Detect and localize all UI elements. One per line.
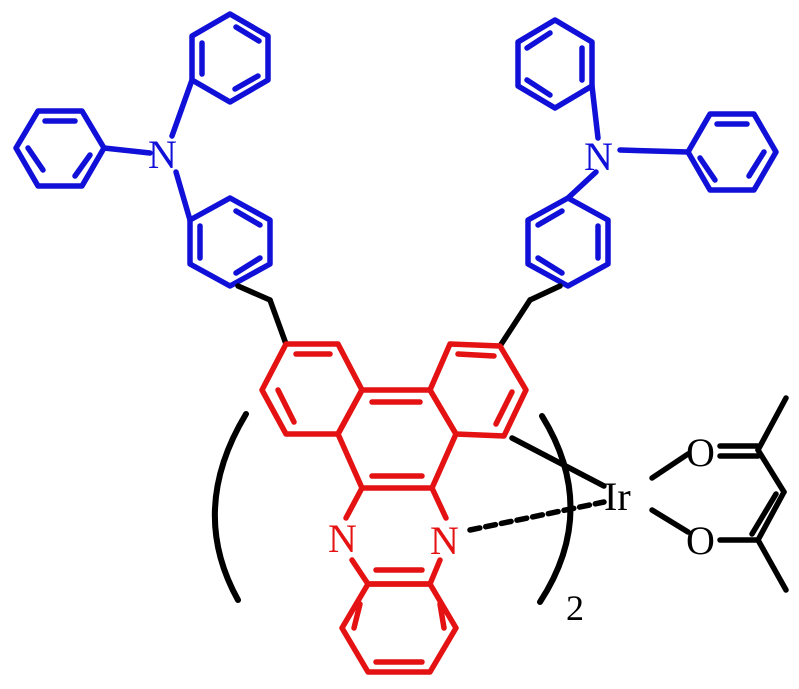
phenazine-core <box>259 341 529 675</box>
bracket-right <box>537 413 574 605</box>
aryl-links <box>235 283 563 349</box>
atom-label-o-bottom: O <box>686 518 715 563</box>
atom-label-n-donor-left: N <box>148 132 177 177</box>
phenyl-top-right <box>515 17 595 111</box>
benzo-ring-bottom <box>339 581 459 675</box>
triphenylamine-left <box>13 11 273 289</box>
bracket-left <box>211 411 249 603</box>
atom-label-iridium: Ir <box>604 474 631 519</box>
atom-label-n-core-left: N <box>328 516 357 561</box>
ligand-count-subscript: 2 <box>566 588 584 628</box>
triphenylamine-right <box>515 17 779 289</box>
atom-label-o-top: O <box>686 430 715 475</box>
phenyl-outer-right <box>685 111 779 193</box>
phenyl-bridge-right <box>525 195 611 289</box>
atom-label-n-donor-right: N <box>584 134 613 179</box>
atom-label-n-core-right: N <box>430 518 459 563</box>
iridium-acac-fragment <box>211 395 789 605</box>
phenyl-top-left <box>189 11 271 105</box>
dative-bond <box>467 499 607 533</box>
